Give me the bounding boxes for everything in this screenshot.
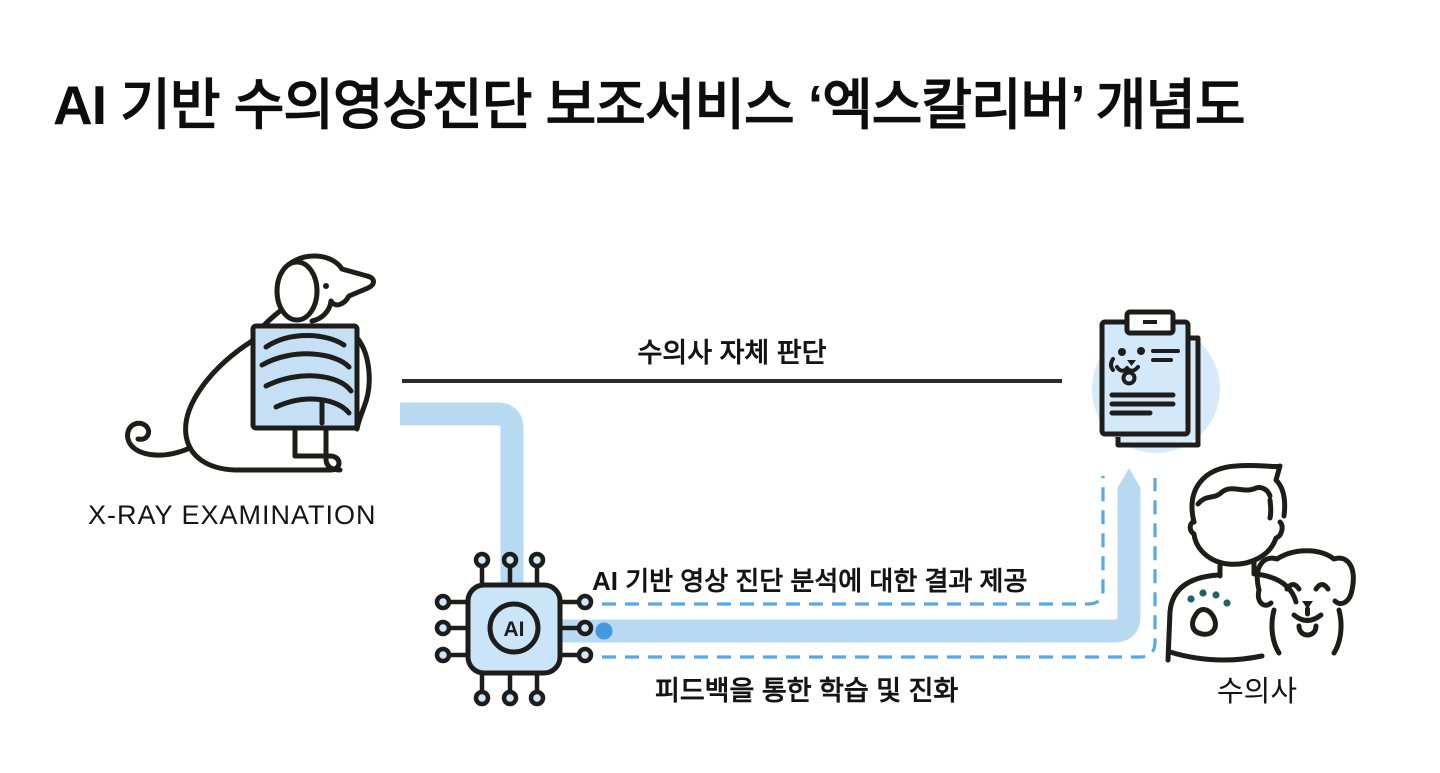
feedback-label: 피드백을 통한 학습 및 진화	[655, 676, 959, 706]
ai-result-label: AI 기반 영상 진단 분석에 대한 결과 제공	[592, 566, 1028, 596]
ai-to-report-arrowhead-icon	[1117, 468, 1141, 500]
xray-to-ai-band	[400, 402, 524, 600]
page-title: AI 기반 수의영상진단 보조서비스 ‘엑스칼리버’ 개념도	[53, 74, 1246, 136]
veterinarian-label: 수의사	[1217, 676, 1298, 708]
dog-xray-icon	[125, 253, 376, 473]
xray-examination-label: X-RAY EXAMINATION	[88, 500, 377, 530]
ai-chip-icon: AI	[434, 551, 594, 707]
vet-with-dog-icon	[1165, 462, 1356, 663]
chip-ai-text: AI	[504, 618, 525, 641]
vet-self-judgment-label: 수의사 자체 판단	[637, 338, 827, 368]
ai-result-dashed-line	[602, 476, 1105, 606]
band-start-dot	[595, 622, 613, 640]
feedback-dashed-line	[602, 478, 1157, 659]
ai-to-report-band	[556, 492, 1141, 643]
clipboard-report-icon	[1092, 309, 1220, 453]
